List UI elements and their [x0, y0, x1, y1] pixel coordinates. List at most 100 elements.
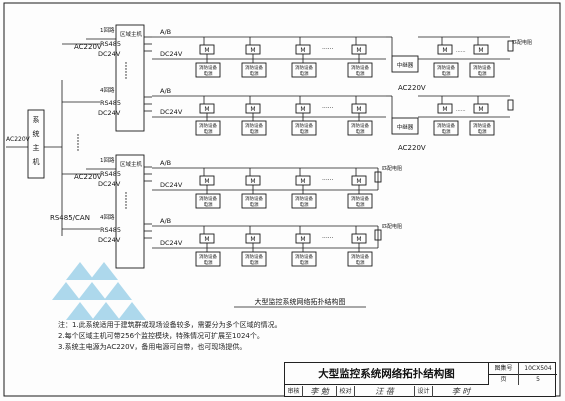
- fire-psu-box: [469, 120, 495, 136]
- psu-label: 消防设备: [473, 64, 491, 71]
- bus-label: RS485/CAN: [50, 214, 90, 222]
- module-m-label: M: [356, 178, 361, 185]
- psu-label: 电源: [300, 259, 309, 266]
- psu-label: 电源: [300, 70, 309, 77]
- ellipsis-text: ......: [322, 233, 334, 240]
- note-3: 3.系统主电源为AC220V，备用电源可自带，也可现场提供。: [58, 343, 247, 351]
- psu-label: 电源: [300, 128, 309, 135]
- page-label: 页: [489, 374, 519, 385]
- psu-label: 消防设备: [437, 64, 455, 71]
- fire-psu-box: [195, 62, 221, 78]
- psu-label: 电源: [478, 70, 487, 77]
- loop-ellipsis-dot: [125, 62, 127, 64]
- monitoring-module: [437, 44, 453, 55]
- module-m-label: M: [204, 236, 209, 243]
- fire-psu-box: [241, 62, 267, 78]
- module-m-label: M: [300, 178, 305, 185]
- fire-psu-box: [195, 251, 221, 267]
- bus-ellipsis-dot: [77, 143, 79, 145]
- system-host-label: 系: [33, 115, 40, 124]
- psu-label: 电源: [478, 128, 487, 135]
- dc24v-port-label: DC24V: [98, 236, 121, 244]
- loop-ellipsis-dot: [125, 204, 127, 206]
- psu-label: 消防设备: [351, 195, 369, 202]
- psu-label: 电源: [442, 70, 451, 77]
- fire-psu-box: [291, 120, 317, 136]
- loop-ellipsis-dot: [125, 65, 127, 67]
- module-m-label: M: [356, 47, 361, 54]
- repeater-power-label: AC220V: [398, 84, 426, 92]
- terminal-resistor: [507, 99, 514, 111]
- fire-psu-box: [291, 193, 317, 209]
- repeater-label: 中继器: [397, 61, 414, 69]
- fire-psu-box: [195, 193, 221, 209]
- rs485-port-label: RS485: [100, 226, 121, 234]
- fire-psu-box: [347, 193, 373, 209]
- check-label: 校对: [337, 386, 355, 397]
- psu-label: 电源: [250, 128, 259, 135]
- system-host-label: 统: [33, 129, 40, 138]
- loop-4-label: 4回路: [100, 86, 115, 94]
- psu-label: 消防设备: [295, 122, 313, 129]
- loop-ellipsis-dot: [125, 195, 127, 197]
- fire-psu-box: [347, 251, 373, 267]
- module-m-label: M: [478, 47, 483, 54]
- module-m-label: M: [250, 178, 255, 185]
- system-host-label: 机: [33, 157, 40, 166]
- loop-ellipsis-dot: [125, 201, 127, 203]
- loop-ellipsis-dot: [125, 198, 127, 200]
- fire-psu-box: [433, 62, 459, 78]
- psu-label: 电源: [204, 259, 213, 266]
- fire-psu-box: [291, 62, 317, 78]
- title-block: 大型监控系统网络拓扑结构图 图集号 10CX504 页 5 审核 李 勉 校对 …: [284, 362, 557, 397]
- terminal-resistor: [374, 229, 382, 241]
- fire-psu-box: [241, 251, 267, 267]
- system-host-label: 主: [33, 143, 40, 152]
- note-1: 注：1.此系统适用于建筑群或现场设备较多，需要分为多个区域的情况。: [58, 321, 282, 329]
- watermark-triangles: [52, 262, 146, 320]
- terminal-resistor: [374, 171, 382, 183]
- psu-label: 消防设备: [245, 64, 263, 71]
- loop-4-label: 4回路: [100, 213, 115, 221]
- module-m-label: M: [250, 47, 255, 54]
- ellipsis-text: ......: [322, 175, 334, 182]
- dc24v-line-label: DC24V: [160, 108, 183, 116]
- zone-controller-label: 区域主机: [120, 160, 143, 168]
- bus-ellipsis-dot: [77, 146, 79, 148]
- monitoring-module: [473, 103, 489, 114]
- bus-ellipsis-dot: [77, 149, 79, 151]
- title-block-divider: [489, 374, 557, 375]
- repeater-box: [391, 117, 419, 135]
- module-m-label: M: [250, 236, 255, 243]
- psu-label: 电源: [204, 201, 213, 208]
- terminal-resistor-label: 匹配电阻: [382, 165, 402, 172]
- design-signature: 李 时: [451, 387, 471, 396]
- diagram-caption: 大型监控系统网络拓扑结构图: [255, 297, 346, 306]
- sheet-border: [3, 2, 561, 397]
- loop-ellipsis-dot: [125, 74, 127, 76]
- ab-line-label: A/B: [160, 159, 171, 167]
- psu-label: 电源: [300, 201, 309, 208]
- terminal-resistor-label: 匹配电阻: [382, 223, 402, 230]
- loop-ellipsis-dot: [125, 207, 127, 209]
- atlas-number-label: 图集号: [489, 363, 519, 374]
- check-signature: 汪 蓓: [355, 386, 415, 397]
- ab-line-label: A/B: [160, 28, 171, 36]
- host-power-label: AC220V: [6, 136, 31, 143]
- psu-label: 电源: [250, 70, 259, 77]
- ellipsis-text: ......: [322, 44, 334, 51]
- module-m-label: M: [442, 106, 447, 113]
- monitoring-module: [473, 44, 489, 55]
- module-m-label: M: [442, 47, 447, 54]
- dc24v-port-label: DC24V: [98, 50, 121, 58]
- fire-psu-box: [347, 120, 373, 136]
- fire-psu-box: [195, 120, 221, 136]
- module-m-label: M: [300, 236, 305, 243]
- title-block-title: 大型监控系统网络拓扑结构图: [285, 363, 489, 385]
- fire-psu-box: [241, 193, 267, 209]
- monitoring-module: [437, 103, 453, 114]
- loop-1-label: 1回路: [100, 26, 115, 34]
- psu-label: 消防设备: [351, 64, 369, 71]
